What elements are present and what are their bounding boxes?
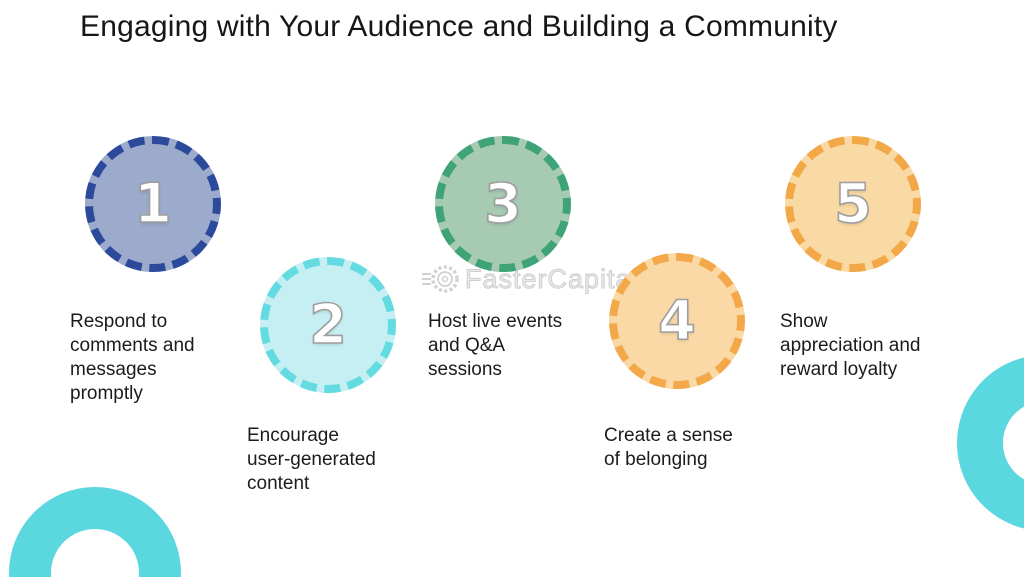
step-3-circle: 3 — [435, 136, 571, 272]
decorative-donut-bottom-left — [9, 487, 181, 577]
step-1-label: Respond to comments and messages promptl… — [70, 311, 195, 404]
step-2-circle: 2 — [260, 257, 396, 393]
step-2-number: 2 — [308, 293, 347, 356]
step-4-circle: 4 — [609, 253, 745, 389]
step-2-label: Encourage user-generated content — [247, 425, 376, 494]
step-4-number: 4 — [657, 289, 696, 352]
step-4-label: Create a sense of belonging — [604, 425, 733, 470]
step-5-circle: 5 — [785, 136, 921, 272]
page-title: Engaging with Your Audience and Building… — [80, 10, 838, 43]
step-1-circle: 1 — [85, 136, 221, 272]
step-3-label: Host live events and Q&A sessions — [428, 311, 563, 380]
step-1-number: 1 — [133, 172, 172, 235]
step-5-number: 5 — [833, 172, 872, 235]
fastercapital-gear-icon — [422, 265, 459, 293]
watermark: FasterCapital — [422, 261, 639, 297]
step-3-number: 3 — [483, 172, 522, 235]
step-5-label: Show appreciation and reward loyalty — [780, 311, 921, 380]
